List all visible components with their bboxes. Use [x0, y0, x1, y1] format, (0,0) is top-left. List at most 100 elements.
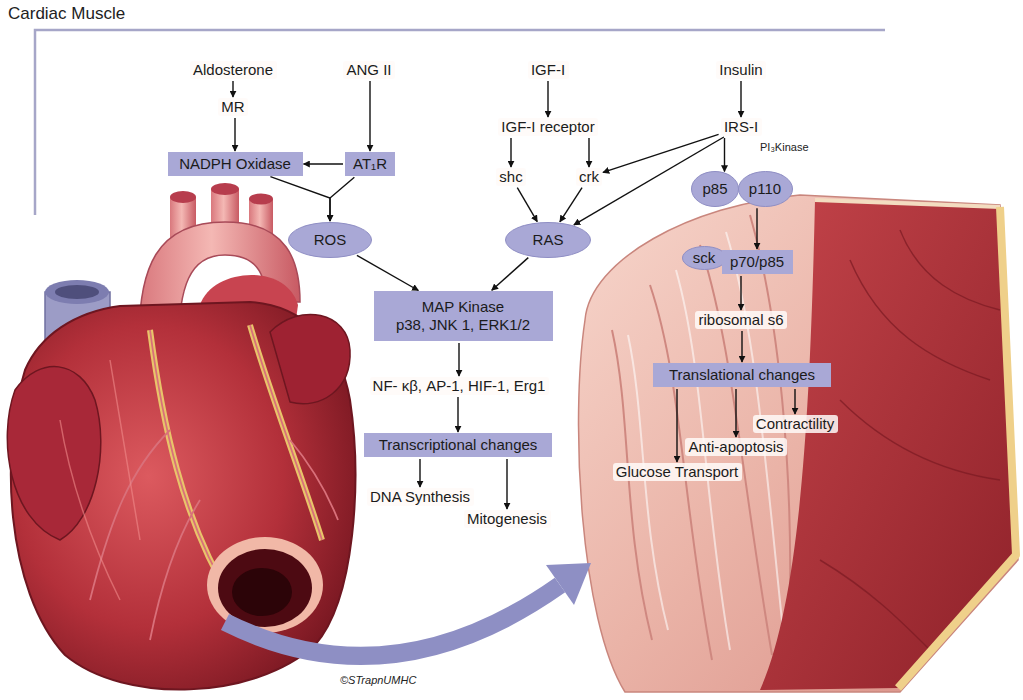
node-text: AT₁R — [353, 155, 387, 173]
outcome-term: DNA Synthesis — [367, 488, 474, 506]
molecule-ellipse: sck — [682, 246, 727, 270]
pathway-term: ANG II — [343, 61, 395, 79]
pathway-term: ribosomal s6 — [695, 311, 787, 329]
node-text: DNA Synthesis — [370, 488, 470, 506]
heart-highlight — [60, 360, 140, 600]
vessel-top — [249, 194, 273, 205]
molecule-ellipse: p85 — [691, 171, 739, 207]
pathway-term: NF- κβ, AP-1, HIF-1, Erg1 — [370, 377, 549, 395]
node-text: crk — [579, 168, 599, 186]
node-text: ribosomal s6 — [698, 311, 783, 329]
pathway-arrow — [457, 397, 458, 432]
pathway-arrow — [724, 138, 725, 171]
pathway-term: Insulin — [716, 61, 766, 79]
transition-arrow — [225, 585, 560, 656]
vena-cava-top — [45, 280, 109, 304]
pathway-arrow — [232, 81, 233, 97]
pathway-arrow — [741, 331, 742, 362]
pathway-arrow — [510, 138, 511, 167]
pathway-term: IGF-I receptor — [498, 118, 598, 136]
process-box: AT₁R — [345, 152, 395, 176]
pathway-term: MR — [218, 98, 248, 116]
node-text: Contractility — [756, 415, 834, 433]
muscle-edge — [815, 200, 1000, 207]
pathway-arrow — [547, 81, 548, 117]
enzyme-label: PI₃Kinase — [760, 141, 809, 153]
pathway-arrow — [419, 459, 420, 487]
muscle-highlight — [628, 232, 784, 650]
ellipse-fill — [692, 172, 739, 207]
molecule-ellipse: RAS — [505, 222, 591, 258]
muscle-cut-face — [760, 200, 1016, 690]
node-text: p85 — [702, 180, 727, 198]
node-text: IGF-I — [531, 61, 565, 79]
node-text: Mitogenesis — [467, 510, 547, 528]
vessel-top — [211, 183, 239, 195]
node-text: p110 — [749, 180, 781, 198]
pathway-arrow — [369, 81, 370, 151]
node-text: NADPH Oxidase — [179, 155, 291, 173]
pathway-term: shc — [496, 168, 526, 186]
node-text: Glucose Transport — [616, 463, 739, 481]
process-box: Translational changes — [653, 363, 831, 387]
muscle-fold — [612, 215, 790, 660]
atrial-appendage — [270, 314, 350, 403]
pathway-arrow — [458, 343, 459, 376]
cut-rim — [207, 537, 323, 633]
pathway-arrow — [492, 258, 529, 291]
pathway-arrow — [756, 208, 757, 249]
pathway-term: Aldosterone — [190, 61, 277, 79]
node-text: ANG II — [346, 61, 391, 79]
outcome-term: Anti-apoptosis — [685, 438, 787, 456]
outcome-term: Glucose Transport — [613, 463, 742, 481]
ellipse-fill — [506, 223, 591, 258]
pathway-arrow — [603, 134, 719, 172]
node-text: sck — [693, 249, 716, 267]
process-box: NADPH Oxidase — [168, 152, 303, 176]
transition-arrow-head — [546, 563, 591, 605]
pathway-term: IRS-I — [721, 118, 762, 136]
pathway-term: IGF-I — [528, 61, 569, 79]
node-text: p70/p85 — [730, 253, 784, 271]
pathway-arrow — [357, 255, 418, 290]
outcome-term: Contractility — [753, 415, 838, 433]
process-box: p70/p85 — [722, 250, 793, 274]
node-text: Translational changes — [669, 366, 815, 384]
heart-illustration — [7, 183, 355, 690]
node-text: p38, JNK 1, ERK1/2 — [396, 316, 530, 334]
pathway-arrow — [506, 459, 507, 509]
process-box: MAP Kinasep38, JNK 1, ERK1/2 — [374, 291, 553, 341]
ventricle-opening — [218, 549, 312, 627]
vena-cava-lumen — [55, 285, 99, 299]
muscle-fiber — [820, 230, 1000, 650]
process-box: Transcriptional changes — [364, 433, 552, 457]
pathway-arrow — [740, 276, 741, 310]
molecule-ellipse: p110 — [738, 171, 793, 207]
ellipse-fill — [682, 247, 726, 270]
node-text: IRS-I — [724, 118, 758, 136]
coronary-vessel — [90, 325, 338, 640]
vessel-top — [170, 191, 196, 203]
node-text: IGF-I receptor — [501, 118, 594, 136]
diagram-title: Cardiac Muscle — [8, 4, 125, 24]
node-text: shc — [499, 168, 522, 186]
node-text: Aldosterone — [193, 61, 273, 79]
pathway-arrow — [330, 177, 354, 221]
node-text: MR — [221, 98, 244, 116]
pathway-arrow — [676, 389, 677, 462]
pathway-arrow — [588, 138, 589, 167]
frame-bracket — [35, 30, 885, 215]
pathway-arrow — [517, 188, 537, 222]
ventricle-depth — [232, 568, 292, 616]
ellipse-fill — [289, 223, 372, 258]
outcome-term: Mitogenesis — [464, 510, 551, 528]
node-text: Transcriptional changes — [379, 436, 538, 454]
pathway-arrow — [270, 177, 330, 221]
node-text: RAS — [533, 231, 564, 249]
artist-signature: ©STrapnUMHC — [340, 674, 416, 686]
pathway-arrow — [794, 389, 795, 414]
pathway-arrow — [304, 163, 344, 164]
